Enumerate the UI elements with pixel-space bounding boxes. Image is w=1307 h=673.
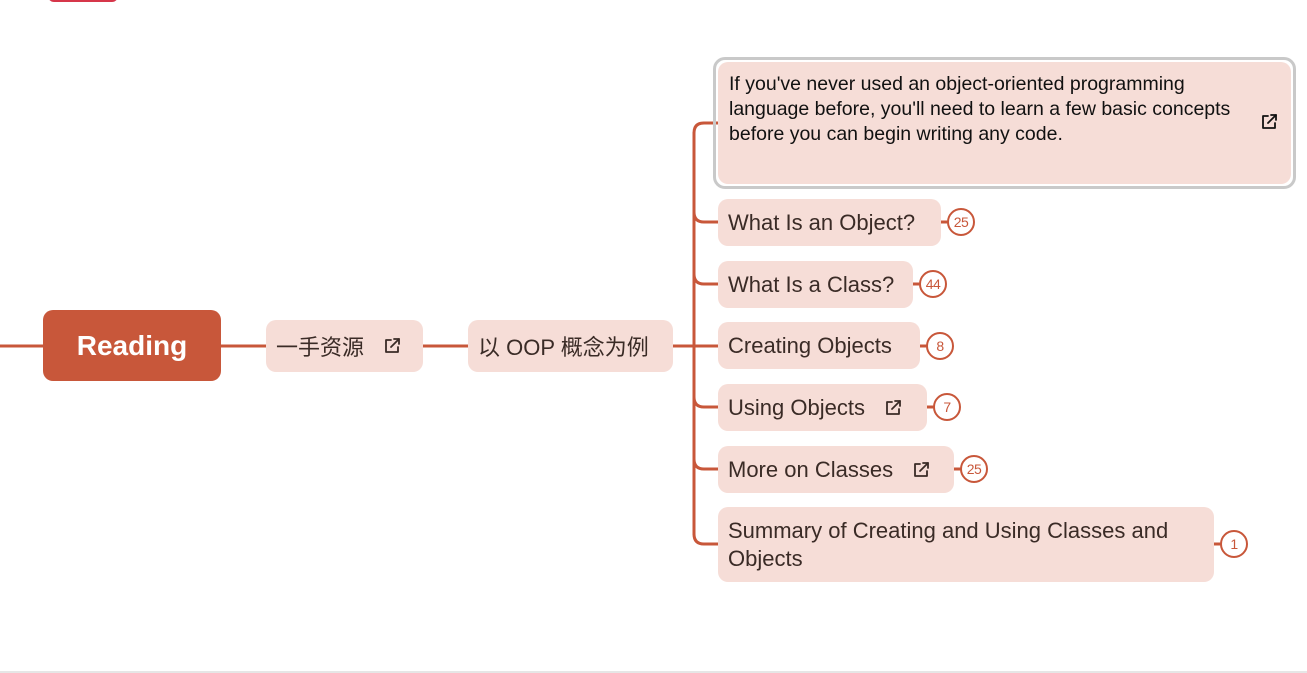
external-link-icon[interactable] [1259, 112, 1279, 132]
external-link-icon[interactable] [382, 336, 402, 356]
child-count-badge[interactable]: 7 [933, 393, 961, 421]
connector-to-child-5 [692, 457, 720, 471]
child-node-more-on-classes[interactable]: More on Classes [718, 446, 954, 493]
connector-to-child-4 [692, 395, 720, 409]
child-node-summary[interactable]: Summary of Creating and Using Classes an… [718, 507, 1214, 582]
connector-to-child-1 [692, 210, 720, 224]
topic-node-primary-sources[interactable]: 一手资源 [266, 320, 423, 372]
external-link-icon[interactable] [883, 398, 903, 418]
connector-to-child-2 [692, 272, 720, 286]
child-count-badge[interactable]: 44 [919, 270, 947, 298]
child-node-creating-objects[interactable]: Creating Objects [718, 322, 920, 369]
child-node-what-is-object[interactable]: What Is an Object? [718, 199, 941, 246]
child-node-what-is-class[interactable]: What Is a Class? [718, 261, 913, 308]
child-label: What Is an Object? [728, 209, 916, 235]
topic-label: 一手资源 [276, 335, 365, 360]
root-node[interactable]: Reading [43, 310, 221, 381]
topic-label: 以 OOP 概念为例 [478, 335, 649, 360]
root-node-label: Reading [76, 329, 188, 361]
external-link-icon[interactable] [911, 460, 931, 480]
child-label: Summary of Creating and Using Classes an… [728, 517, 1169, 571]
child-count-badge[interactable]: 8 [926, 332, 954, 360]
note-node[interactable]: If you've never used an object-oriented … [718, 62, 1291, 184]
connector-to-child-6 [692, 532, 720, 546]
child-label: Using Objects [728, 394, 865, 420]
child-label: More on Classes [728, 456, 894, 482]
topic-node-oop-concepts[interactable]: 以 OOP 概念为例 [468, 320, 673, 372]
connector-to-note [692, 121, 720, 135]
top-tab-indicator [48, 0, 118, 2]
bottom-divider [0, 671, 1307, 673]
note-selection-frame [713, 57, 1296, 189]
child-label: Creating Objects [728, 332, 892, 358]
child-count-badge[interactable]: 25 [960, 455, 988, 483]
child-label: What Is a Class? [728, 271, 895, 297]
note-text: If you've never used an object-oriented … [729, 73, 1231, 145]
child-count-badge[interactable]: 1 [1220, 530, 1248, 558]
child-count-badge[interactable]: 25 [947, 208, 975, 236]
child-node-using-objects[interactable]: Using Objects [718, 384, 927, 431]
